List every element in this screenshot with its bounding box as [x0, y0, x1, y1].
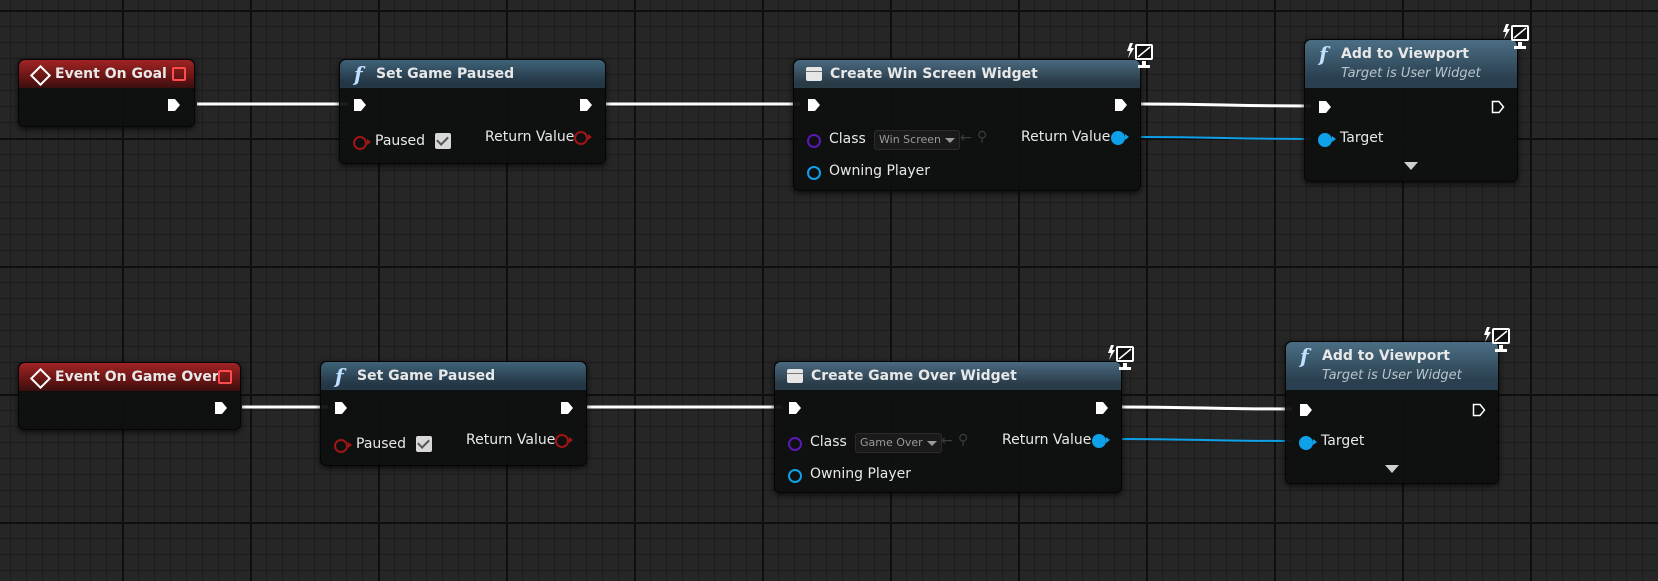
class-dropdown-value: Game Over	[860, 436, 923, 449]
exec-out-pin-icon[interactable]	[1114, 98, 1128, 112]
paused-checkbox[interactable]	[416, 436, 432, 452]
paused-label: Paused	[375, 133, 426, 149]
object-wire	[1140, 136, 1312, 140]
pin-arrow-icon	[348, 442, 352, 448]
exec-in-pin-icon[interactable]	[807, 98, 821, 112]
paused-pin[interactable]	[334, 439, 348, 453]
browse-icon[interactable]: ⚲	[977, 129, 988, 145]
create-game-over-widget-node[interactable]: Create Game Over Widget Class Game Over …	[774, 361, 1122, 493]
client-only-monitor-icon	[1484, 327, 1510, 352]
event-node-on-goal[interactable]: Event On Goal	[18, 59, 195, 127]
event-node-on-game-over[interactable]: Event On Game Over	[18, 362, 241, 430]
target-label: Target	[1321, 433, 1365, 449]
node-title: Set Game Paused	[376, 66, 515, 82]
class-dropdown-value: Win Screen	[879, 133, 941, 146]
owning-player-pin[interactable]	[807, 166, 821, 180]
target-pin[interactable]	[1299, 436, 1313, 450]
function-icon: f	[1300, 344, 1309, 368]
class-dropdown[interactable]: Win Screen	[874, 130, 960, 150]
widget-icon	[806, 67, 822, 81]
pin-arrow-icon	[569, 437, 573, 443]
function-icon: f	[1319, 42, 1328, 66]
node-title: Create Win Screen Widget	[830, 66, 1038, 82]
browse-icon[interactable]: ⚲	[958, 432, 969, 448]
pin-arrow-icon	[588, 134, 592, 140]
pin-arrow-icon	[1313, 439, 1317, 445]
target-label: Target	[1340, 130, 1384, 146]
object-wire	[1121, 438, 1293, 442]
return-value-pin[interactable]	[1092, 434, 1106, 448]
class-label: Class	[810, 434, 847, 450]
exec-out-pin-icon[interactable]	[1095, 401, 1109, 415]
delegate-pin-icon[interactable]	[172, 67, 186, 81]
return-value-label: Return Value	[1002, 432, 1092, 448]
owning-player-pin[interactable]	[788, 469, 802, 483]
node-title: Create Game Over Widget	[811, 368, 1017, 384]
pin-arrow-icon	[1125, 134, 1129, 140]
chevron-down-icon	[926, 441, 937, 446]
return-value-label: Return Value	[485, 129, 575, 145]
return-value-pin[interactable]	[555, 434, 569, 448]
use-selected-icon[interactable]: ←	[960, 130, 972, 146]
paused-checkbox[interactable]	[435, 133, 451, 149]
node-title: Set Game Paused	[357, 368, 496, 384]
return-value-label: Return Value	[1021, 129, 1111, 145]
client-only-monitor-icon	[1108, 345, 1134, 370]
expand-arrow-icon[interactable]	[1404, 162, 1418, 170]
event-title: Event On Game Over	[55, 369, 219, 385]
exec-out-pin-icon[interactable]	[560, 401, 574, 415]
exec-in-pin-icon[interactable]	[788, 401, 802, 415]
return-value-label: Return Value	[466, 432, 556, 448]
paused-label: Paused	[356, 436, 407, 452]
event-diamond-icon	[29, 367, 52, 390]
exec-wire	[1140, 102, 1312, 108]
exec-out-pin-icon[interactable]	[167, 98, 181, 112]
function-icon: f	[354, 62, 363, 86]
owning-player-label: Owning Player	[810, 466, 912, 482]
class-label: Class	[829, 131, 866, 147]
exec-out-pin-icon[interactable]	[214, 401, 228, 415]
target-pin[interactable]	[1318, 133, 1332, 147]
exec-out-pin-hollow-icon[interactable]	[1491, 100, 1505, 114]
create-win-screen-widget-node[interactable]: Create Win Screen Widget Class Win Scree…	[793, 59, 1141, 191]
set-game-paused-node[interactable]: f Set Game Paused Paused Return Value	[320, 361, 587, 466]
node-title: Add to Viewport	[1341, 46, 1469, 62]
expand-arrow-icon[interactable]	[1385, 465, 1399, 473]
add-to-viewport-node[interactable]: f Add to Viewport Target is User Widget …	[1285, 341, 1499, 484]
owning-player-label: Owning Player	[829, 163, 931, 179]
event-title: Event On Goal	[55, 66, 167, 82]
pin-arrow-icon	[1106, 437, 1110, 443]
node-title: Add to Viewport	[1322, 348, 1450, 364]
widget-icon	[787, 369, 803, 383]
use-selected-icon[interactable]: ←	[941, 433, 953, 449]
event-diamond-icon	[29, 64, 52, 87]
return-value-pin[interactable]	[574, 131, 588, 145]
paused-pin[interactable]	[353, 136, 367, 150]
class-dropdown[interactable]: Game Over	[855, 433, 942, 453]
client-only-monitor-icon	[1127, 43, 1153, 68]
exec-out-pin-hollow-icon[interactable]	[1472, 403, 1486, 417]
exec-in-pin-icon[interactable]	[353, 98, 367, 112]
exec-out-pin-icon[interactable]	[579, 98, 593, 112]
node-subtitle: Target is User Widget	[1341, 66, 1481, 81]
pin-arrow-icon	[1332, 136, 1336, 142]
set-game-paused-node[interactable]: f Set Game Paused Paused Return Value	[339, 59, 606, 164]
class-pin[interactable]	[807, 134, 821, 148]
exec-wire	[1121, 405, 1293, 411]
client-only-monitor-icon	[1503, 24, 1529, 49]
class-pin[interactable]	[788, 437, 802, 451]
function-icon: f	[335, 364, 344, 388]
delegate-pin-icon[interactable]	[218, 370, 232, 384]
exec-in-pin-icon[interactable]	[334, 401, 348, 415]
return-value-pin[interactable]	[1111, 131, 1125, 145]
node-subtitle: Target is User Widget	[1322, 368, 1462, 383]
add-to-viewport-node[interactable]: f Add to Viewport Target is User Widget …	[1304, 39, 1518, 182]
exec-in-pin-icon[interactable]	[1318, 100, 1332, 114]
exec-in-pin-icon[interactable]	[1299, 403, 1313, 417]
chevron-down-icon	[944, 138, 955, 143]
pin-arrow-icon	[367, 139, 371, 145]
